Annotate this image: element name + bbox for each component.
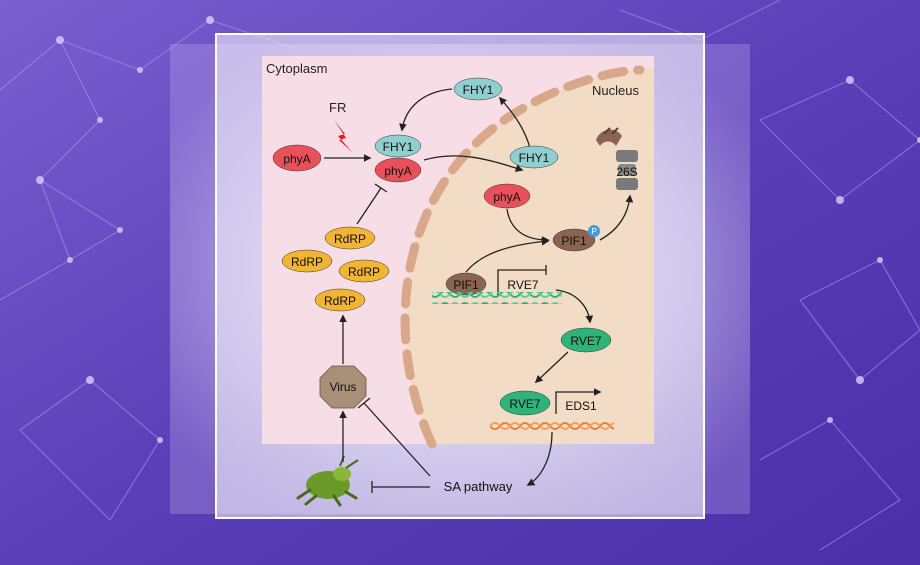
rdrp-3 [338, 259, 390, 283]
fhy1-top-label: FHY1 [463, 83, 494, 97]
arrow-complex-to-nucleus [423, 155, 524, 172]
rve7-gene-label: RVE7 [507, 278, 538, 292]
rdrp-inhibits-phyA-bar [374, 183, 388, 193]
rdrp-3-label: RdRP [348, 265, 380, 279]
phyA-bound [374, 157, 422, 183]
pif1-gene-label: PIF1 [453, 278, 479, 292]
proteasome-icon [596, 127, 638, 190]
fhy1-nucleus-label: FHY1 [519, 151, 550, 165]
virus-label: Virus [329, 380, 356, 394]
sa-pathway-label: SA pathway [444, 479, 513, 494]
rdrp-1 [324, 226, 376, 250]
arrow-rve7-transcription [555, 289, 594, 324]
pif1-phos [552, 228, 596, 252]
eds1-promoter-arrow [555, 388, 602, 414]
rdrp-4 [314, 288, 366, 312]
arrow-to-pif1-gene [465, 237, 550, 273]
rdrp-inhibits-phyA [356, 187, 382, 225]
sa-inhibits-virus-bar [357, 397, 371, 409]
phyA-free-label: phyA [283, 152, 310, 166]
rdrp-4-label: RdRP [324, 294, 356, 308]
cytoplasm-label: Cytoplasm [266, 61, 327, 76]
fr-lightning-icon [334, 120, 352, 152]
fhy1-bound [374, 134, 422, 158]
insect-vector-icon [296, 455, 359, 507]
phyA-nucleus [483, 183, 531, 209]
virus-icon [319, 365, 367, 409]
fhy1-bound-label: FHY1 [383, 140, 414, 154]
arrow-fhy1-recycle [399, 88, 453, 132]
eds1-gene-label: EDS1 [565, 399, 597, 413]
fhy1-nucleus [509, 145, 559, 169]
rdrp-2-label: RdRP [291, 255, 323, 269]
pif1-phos-label: PIF1 [561, 234, 587, 248]
fr-label: FR [329, 100, 346, 115]
frame [215, 33, 705, 519]
fhy1-top [453, 77, 503, 101]
rve7-protein [560, 327, 612, 353]
arrow-pif1-to-26s [599, 194, 634, 241]
rve7-bound-label: RVE7 [509, 397, 540, 411]
rve7-promoter-bracket [497, 269, 546, 296]
arrow-rve7-to-eds1 [534, 351, 569, 384]
phyA-nucleus-label: phyA [493, 190, 520, 204]
phyA-free [272, 144, 322, 172]
rdrp-1-label: RdRP [334, 232, 366, 246]
rve7-bound [499, 390, 551, 416]
phyA-bound-label: phyA [384, 164, 411, 178]
arrow-fhy1-export [498, 96, 531, 149]
sa-inhibits-virus [363, 402, 431, 477]
arrow-eds1-to-sa [526, 431, 553, 486]
rdrp-2 [281, 249, 333, 273]
network-nodes [36, 16, 920, 443]
nuclear-envelope [400, 65, 645, 449]
dna-strand-eds1 [490, 418, 614, 430]
dna-strand-rve7 [432, 292, 562, 304]
nucleus-label: Nucleus [592, 83, 639, 98]
phospho-label: P [591, 227, 596, 236]
proteasome-label: 26S [616, 165, 637, 179]
phospho-icon [588, 225, 600, 237]
rve7-protein-label: RVE7 [570, 334, 601, 348]
